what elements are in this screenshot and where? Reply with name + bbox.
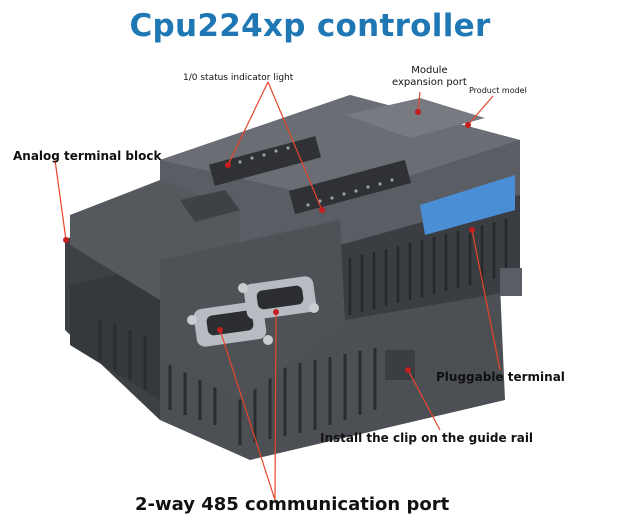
module-expansion-label-line1: Module — [411, 65, 448, 76]
product-model-label: Product model — [469, 86, 527, 95]
io-status-label: 1/0 status indicator light — [183, 73, 294, 83]
module-expansion-label-line2: expansion port — [392, 77, 467, 88]
expansion-port-cover — [345, 98, 485, 138]
callout-lines — [54, 81, 501, 501]
module-expansion-label: Module expansion port — [392, 65, 467, 89]
comm-port-label: 2-way 485 communication port — [135, 494, 450, 515]
install-clip-label: Install the clip on the guide rail — [320, 431, 534, 445]
blue-terminal-cover — [420, 175, 515, 235]
analog-terminal-label: Analog terminal block — [13, 149, 162, 163]
page-title: Cpu224xp controller — [129, 8, 491, 44]
pluggable-terminal-label: Pluggable terminal — [436, 370, 565, 384]
callout-dots — [63, 109, 475, 373]
db9-port-2 — [238, 276, 319, 320]
